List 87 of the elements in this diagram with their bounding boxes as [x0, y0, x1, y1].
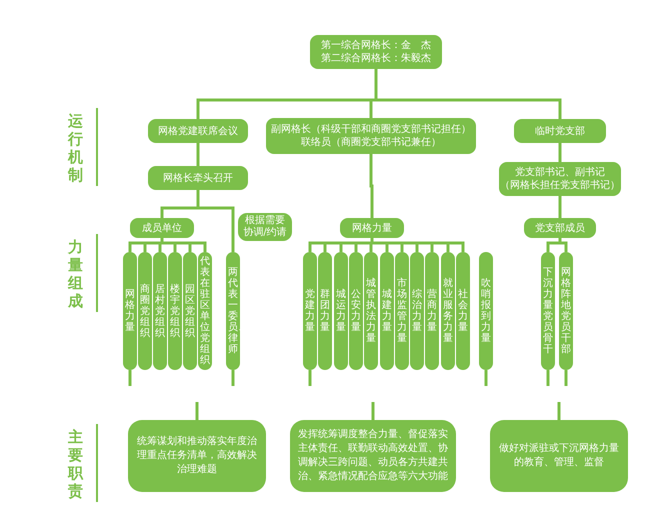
node-text: 综治力量 [412, 289, 422, 333]
connector-line [308, 370, 312, 386]
vertical-pill [364, 252, 378, 370]
node-text: 发挥统筹调度整合力量、督促落实主体责任、联勤联动高效处置、协调解决三跨问题、动员各方共建共治、紧急情况配合应急等六大功能 [298, 428, 448, 484]
label-pill [266, 118, 476, 154]
duty-box [128, 420, 266, 492]
node-text: 居村党组织 [155, 284, 165, 338]
node-text: 代表在驻区单位党组织 [200, 256, 210, 366]
vertical-pill [318, 252, 332, 370]
vertical-pill [123, 252, 137, 370]
node-text: 城运力量 [336, 289, 346, 333]
node-text: 党建力量 [305, 289, 315, 333]
label-pill [130, 218, 194, 238]
node-text: 成员单位 [142, 222, 182, 234]
node-text: 城建力量 [382, 289, 392, 333]
node-text: 临时党支部 [535, 124, 585, 138]
connector-line [128, 370, 132, 386]
node-text: 群团力量 [320, 289, 330, 333]
connector-line [484, 370, 488, 386]
vertical-pill [349, 252, 363, 370]
vertical-pill [303, 252, 317, 370]
connector-line [196, 143, 200, 166]
node-text: 社会力量 [458, 289, 468, 333]
vertical-pill [441, 252, 455, 370]
node-text: 网格力量 [125, 289, 135, 333]
vertical-pill [153, 252, 167, 370]
node-text: 就业服务力量 [443, 278, 453, 344]
node-text: 公安力量 [351, 289, 361, 333]
node-text: 市场监管力量 [397, 278, 407, 344]
node-text: 第一综合网格长：金 杰 [321, 39, 431, 52]
label-pill [148, 166, 248, 190]
connector-line [370, 154, 374, 218]
node-text: 营商力量 [427, 289, 437, 333]
node-text: 联络员（商圈党支部书记兼任） [301, 136, 441, 149]
vertical-pill [410, 252, 424, 370]
vertical-pill [226, 252, 240, 370]
section-label: 运行机制 [68, 112, 83, 184]
vertical-pill [479, 252, 493, 370]
vertical-pill [456, 252, 470, 370]
node-text: 网格党建联席会议 [158, 124, 238, 138]
vertical-pill [380, 252, 394, 370]
node-text: （网格长担任党支部书记） [500, 179, 620, 192]
node-text: 第二综合网格长：朱毅杰 [321, 52, 431, 65]
connector-line [558, 402, 560, 420]
node-text: 做好对派驻或下沉网格力量的教育、管理、监督 [498, 442, 620, 470]
vertical-pill [395, 252, 409, 370]
vertical-pill [541, 252, 555, 370]
section-label: 力量组成 [68, 238, 83, 310]
node-text: 党支部书记、副书记 [515, 166, 605, 179]
connector-line [196, 402, 198, 420]
label-pill [310, 35, 442, 69]
node-text: 园区党组织 [185, 284, 195, 338]
edge-label: 根据需要协调/约请 [238, 213, 292, 241]
node-text: 两代表一委员、律师 [228, 267, 238, 355]
vertical-pill [183, 252, 197, 370]
duty-box [490, 420, 628, 492]
node-text: 网格阵地党员干部 [561, 267, 571, 355]
connector-line [232, 370, 234, 386]
label-pill [514, 119, 606, 143]
node-text: 网格力量 [352, 222, 392, 234]
node-text: 商圈党组织 [140, 284, 150, 338]
node-text: 网格长牵头召开 [163, 172, 233, 184]
vertical-pill [425, 252, 439, 370]
connector-line [546, 370, 550, 386]
vertical-pill [198, 252, 212, 370]
label-pill [499, 162, 621, 196]
label-pill [148, 119, 248, 143]
node-text: 副网格长（科级干部和商圈党支部书记担任） [271, 123, 471, 136]
connector-line [558, 143, 562, 162]
connector-line [196, 190, 234, 252]
node-text: 下沉力量党员骨干 [543, 267, 553, 355]
vertical-pill [334, 252, 348, 370]
label-pill [340, 218, 404, 238]
connector-line [564, 370, 568, 386]
node-text: 党支部成员 [535, 222, 585, 234]
node-text: 吹哨报到力量 [481, 278, 491, 344]
section-label: 主要职责 [68, 428, 83, 500]
vertical-pill [138, 252, 152, 370]
connector-line [372, 402, 374, 420]
label-pill [524, 218, 596, 238]
node-text: 城管执法力量 [366, 278, 376, 344]
connector-line [558, 196, 562, 218]
vertical-pill [559, 252, 573, 370]
node-text: 楼宇党组织 [170, 284, 180, 338]
node-text: 统筹谋划和推动落实年度治理重点任务清单，高效解决治理难题 [136, 435, 258, 477]
vertical-pill [168, 252, 182, 370]
duty-box [290, 420, 456, 492]
